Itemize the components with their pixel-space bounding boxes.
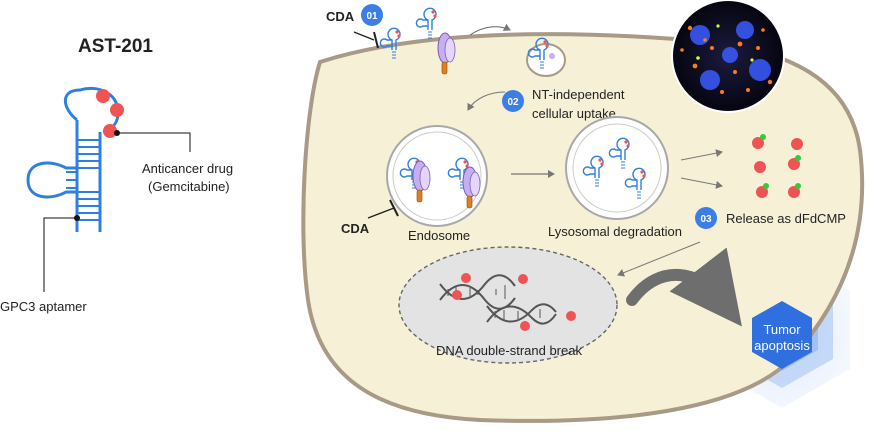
endosome-label: Endosome xyxy=(408,228,470,243)
gemcitabine-label: (Gemcitabine) xyxy=(148,179,230,194)
lysosome xyxy=(565,116,669,220)
arrow-icon xyxy=(617,241,701,277)
step-02-badge: 02 xyxy=(502,90,524,112)
cda-left-label: CDA xyxy=(341,221,370,236)
step-01-badge: 01 xyxy=(361,4,383,26)
released-dfdcmp xyxy=(752,134,803,198)
dna-break-label: DNA double-strand break xyxy=(436,343,582,358)
svg-text:02: 02 xyxy=(507,97,519,108)
drug-title: AST-201 xyxy=(78,36,153,57)
gemcitabine-dot xyxy=(103,124,117,138)
tumor-core xyxy=(752,301,812,369)
anticancer-drug-callout xyxy=(114,130,191,152)
arrow-icon xyxy=(680,149,723,161)
uptake-label-2: cellular uptake xyxy=(532,106,616,121)
curved-arrow-icon xyxy=(626,247,742,327)
inhibition-bar-icon xyxy=(353,31,379,49)
aptamer-structure xyxy=(26,87,124,232)
uptake-label-1: NT-independent xyxy=(532,87,625,102)
aptamer-bound-icon xyxy=(415,7,438,39)
gemcitabine-dot xyxy=(96,89,110,103)
release-label: Release as dFdCMP xyxy=(726,211,846,226)
svg-text:03: 03 xyxy=(700,214,712,225)
cda-top-label: CDA xyxy=(326,9,355,24)
step-03-badge: 03 xyxy=(695,207,717,229)
dfdcmp-in-nucleus xyxy=(452,273,576,331)
anticancer-drug-label: Anticancer drug xyxy=(142,161,233,176)
apoptosis-label: apoptosis xyxy=(754,338,810,353)
arrow-icon xyxy=(680,177,723,189)
lysosomal-label: Lysosomal degradation xyxy=(548,224,682,239)
dna-helix-icon xyxy=(486,303,557,325)
gemcitabine-dot xyxy=(110,103,124,117)
aptamer-callout xyxy=(43,215,80,292)
gpc3-aptamer-label: GPC3 aptamer xyxy=(0,299,87,314)
tumor-label: Tumor xyxy=(763,322,801,337)
endosome xyxy=(386,125,488,227)
svg-text:01: 01 xyxy=(366,11,378,22)
inhibition-bar-icon xyxy=(367,199,399,219)
arrow-icon xyxy=(467,91,506,111)
arrow-icon xyxy=(469,23,511,36)
microscopy-image xyxy=(671,0,785,113)
invagination xyxy=(526,37,566,77)
